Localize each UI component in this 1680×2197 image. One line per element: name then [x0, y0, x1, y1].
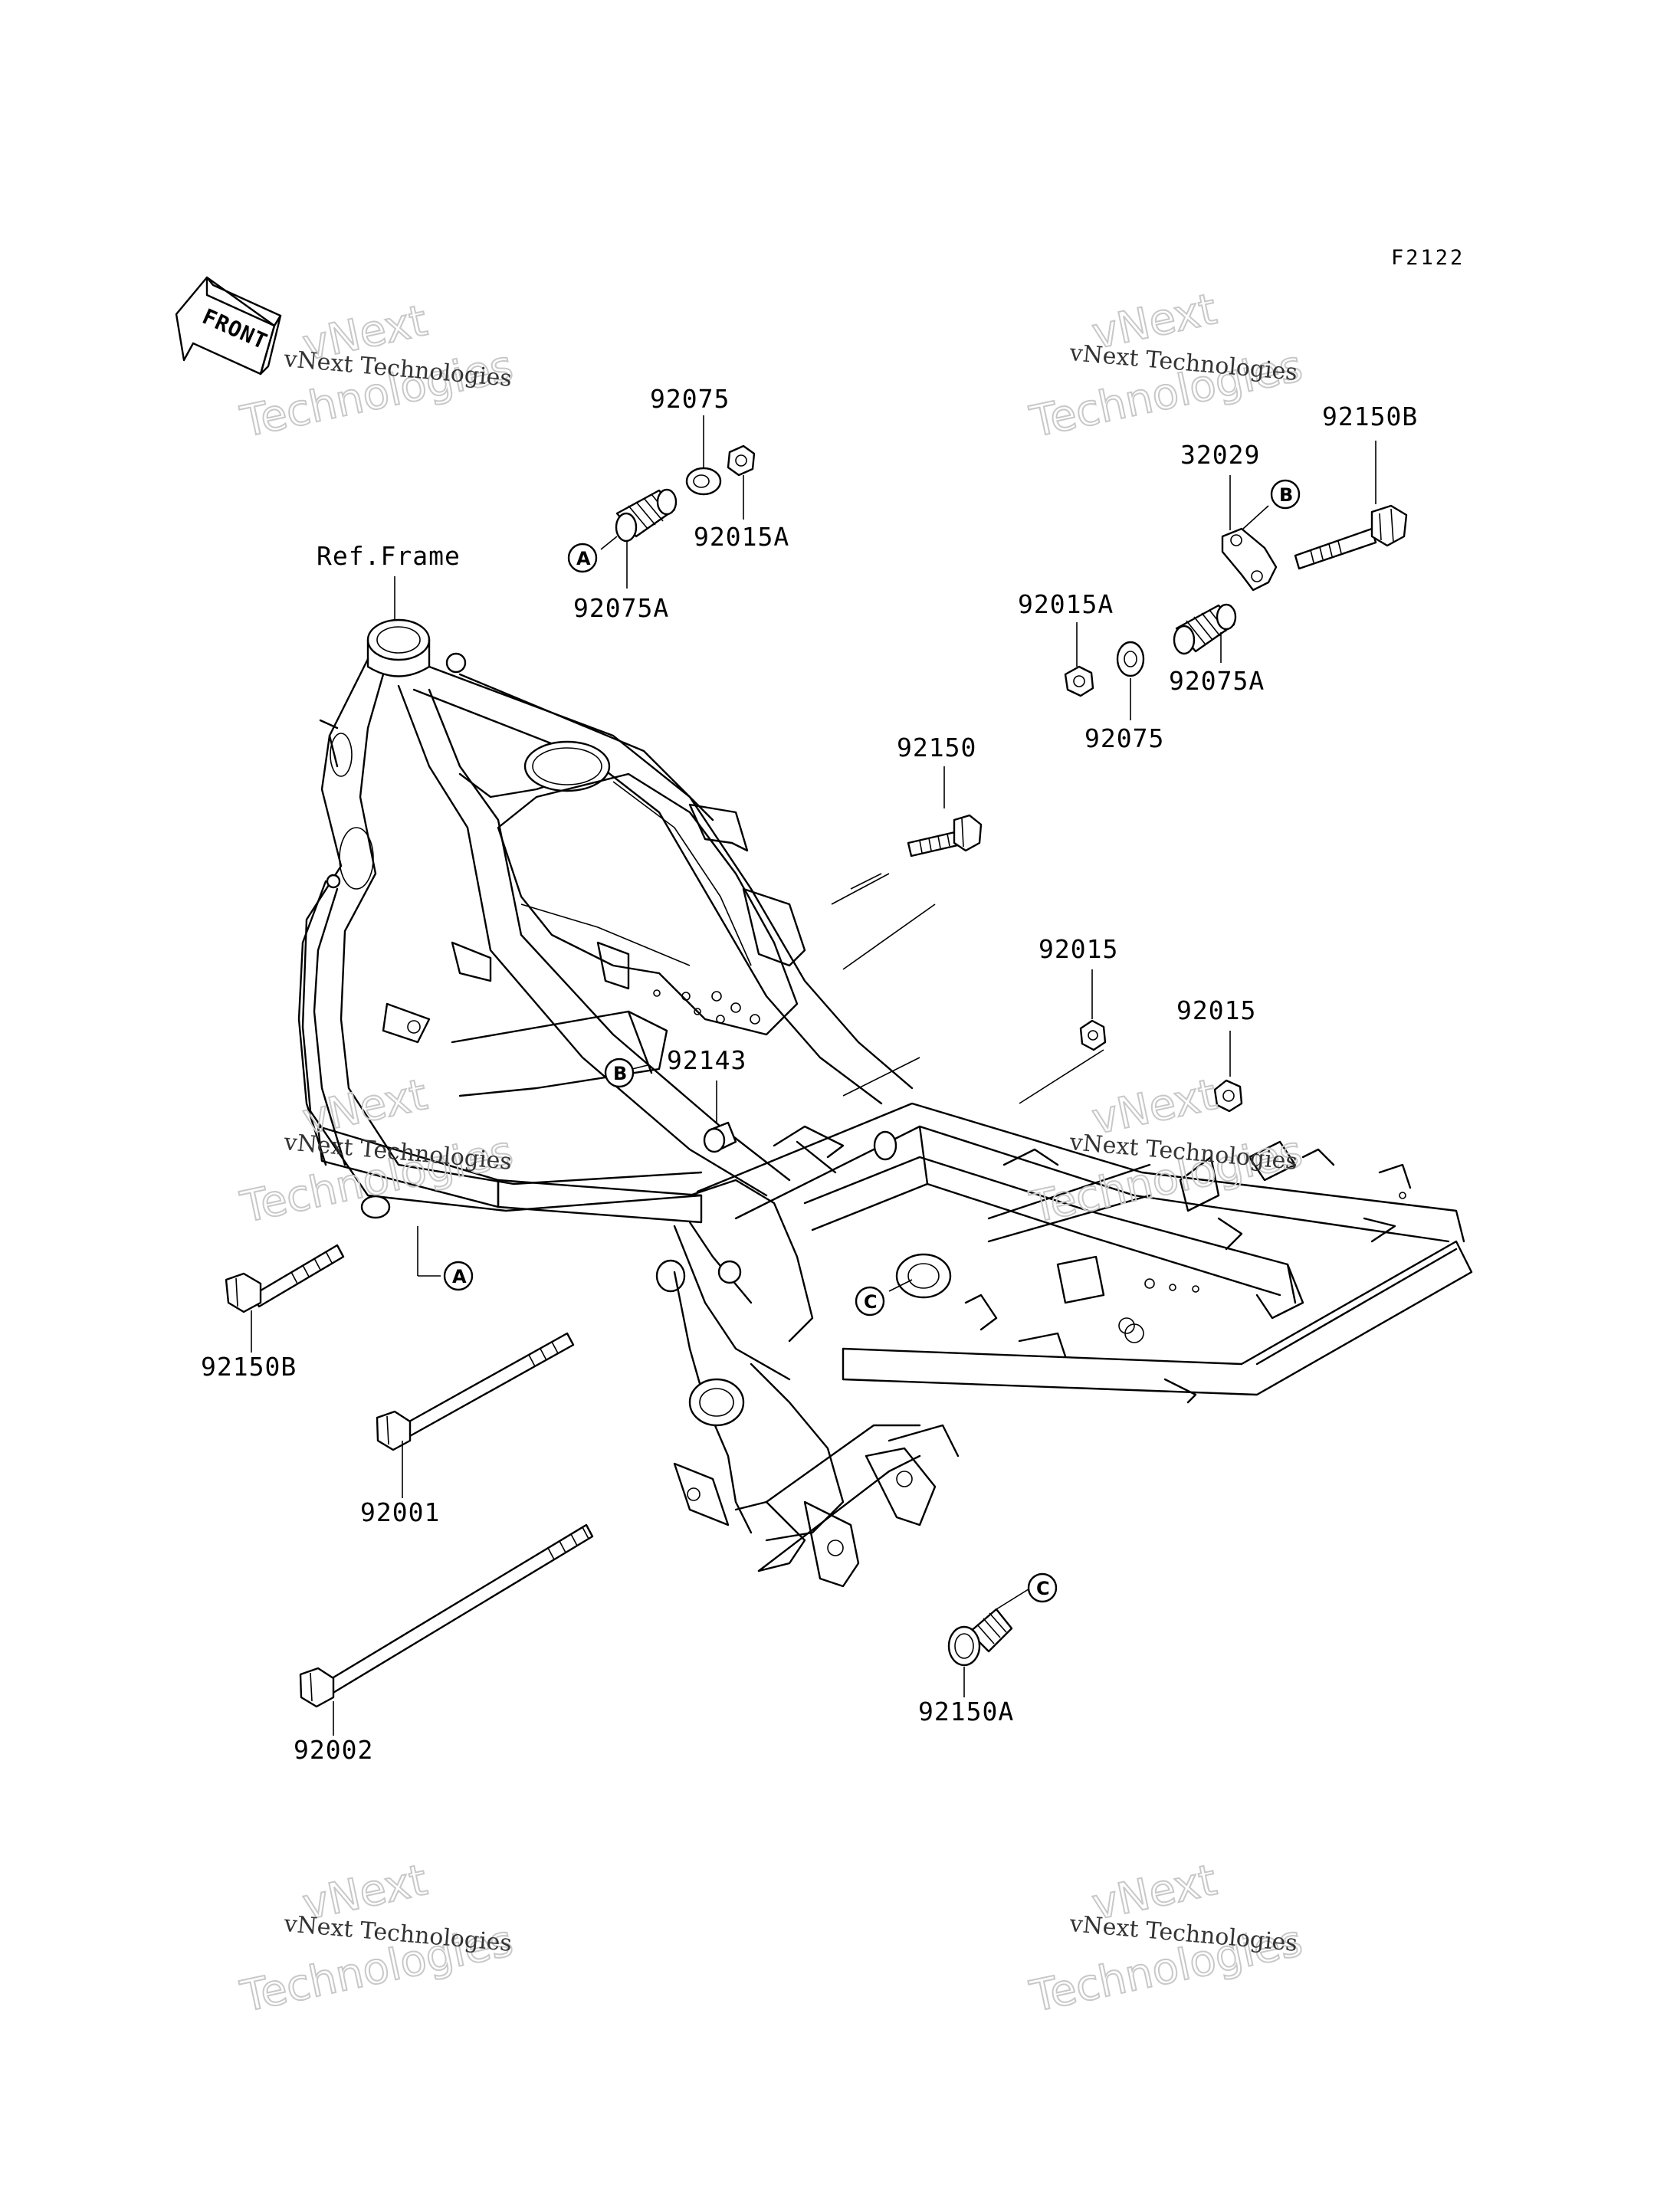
frame-drawing: [297, 618, 1473, 1588]
part-92002-bolt-icon: [299, 1523, 594, 1708]
svg-text:B: B: [1279, 484, 1293, 506]
part-92150B-bolt-left-icon: [225, 1244, 345, 1313]
watermark-mid-right: vNext Technologies vNext Technologies: [1025, 1069, 1307, 1234]
part-32029-bracket-icon: [1221, 527, 1278, 592]
part-92150A-bolt-icon: [947, 1608, 1013, 1667]
callout-b-top: B: [1270, 479, 1301, 510]
ref-frame-label: Ref.Frame: [317, 541, 461, 571]
callouts: A B B A C C: [443, 479, 1301, 1603]
part-92143-collar-icon: [703, 1121, 737, 1153]
part-92015-nut-right-icon: [1213, 1079, 1243, 1113]
svg-text:A: A: [452, 1266, 467, 1287]
part-92015-nut-icon: [1079, 1019, 1107, 1051]
part-92001-bolt-icon: [376, 1332, 575, 1451]
svg-text:C: C: [1036, 1578, 1050, 1599]
part-92015A-nut-right-icon: [1064, 665, 1094, 697]
leader-lines: [251, 415, 1376, 1736]
part-label: 92150: [897, 733, 976, 762]
part-92075A-bushing-icon: [615, 488, 678, 543]
part-label: 92075A: [1169, 666, 1265, 696]
part-label: 92075: [650, 384, 730, 414]
part-label: 92075A: [573, 593, 669, 623]
part-label: 92002: [294, 1735, 373, 1765]
part-label: 92015: [1176, 995, 1256, 1025]
part-label: 92015A: [1018, 589, 1114, 619]
callout-c-frame: C: [855, 1286, 885, 1317]
part-label: 92075: [1084, 723, 1164, 753]
part-92075-washer-right-icon: [1116, 641, 1145, 677]
watermark-bottom-right: vNext Technologies vNext Technologies: [1025, 1854, 1307, 2023]
part-labels: 92075 92015A 92075A 92150B 32029 92015A …: [201, 384, 1418, 1765]
diagram-code: F2122: [1391, 246, 1465, 270]
svg-text:B: B: [613, 1063, 627, 1084]
part-label: 92015: [1039, 934, 1118, 964]
watermark-top-right: vNext Technologies vNext Technologies: [1025, 284, 1307, 448]
callout-b-frame: B: [604, 1058, 635, 1088]
svg-text:C: C: [864, 1291, 878, 1313]
part-92075-washer-icon: [685, 467, 722, 496]
svg-text:A: A: [576, 548, 591, 569]
part-label: 92015A: [694, 522, 789, 552]
callout-c-bolt: C: [1027, 1572, 1058, 1603]
watermark-bottom-left: vNext Technologies vNext Technologies: [235, 1854, 517, 2023]
part-label: 92150B: [1322, 402, 1418, 431]
part-92015A-nut-icon: [727, 444, 756, 477]
callout-a-frame: A: [443, 1261, 474, 1291]
part-label: 92001: [360, 1497, 440, 1527]
part-92150-bolt-icon: [907, 814, 983, 857]
part-92150B-bolt-top-icon: [1294, 504, 1408, 570]
front-label: FRONT: [199, 303, 271, 354]
part-92075A-bushing-right-icon: [1173, 603, 1237, 655]
part-label: 92143: [667, 1045, 746, 1075]
callout-a-top: A: [567, 543, 598, 573]
part-label: 32029: [1180, 440, 1260, 470]
front-arrow-icon: FRONT: [175, 276, 282, 375]
part-label: 92150B: [201, 1352, 297, 1382]
part-label: 92150A: [918, 1697, 1014, 1726]
